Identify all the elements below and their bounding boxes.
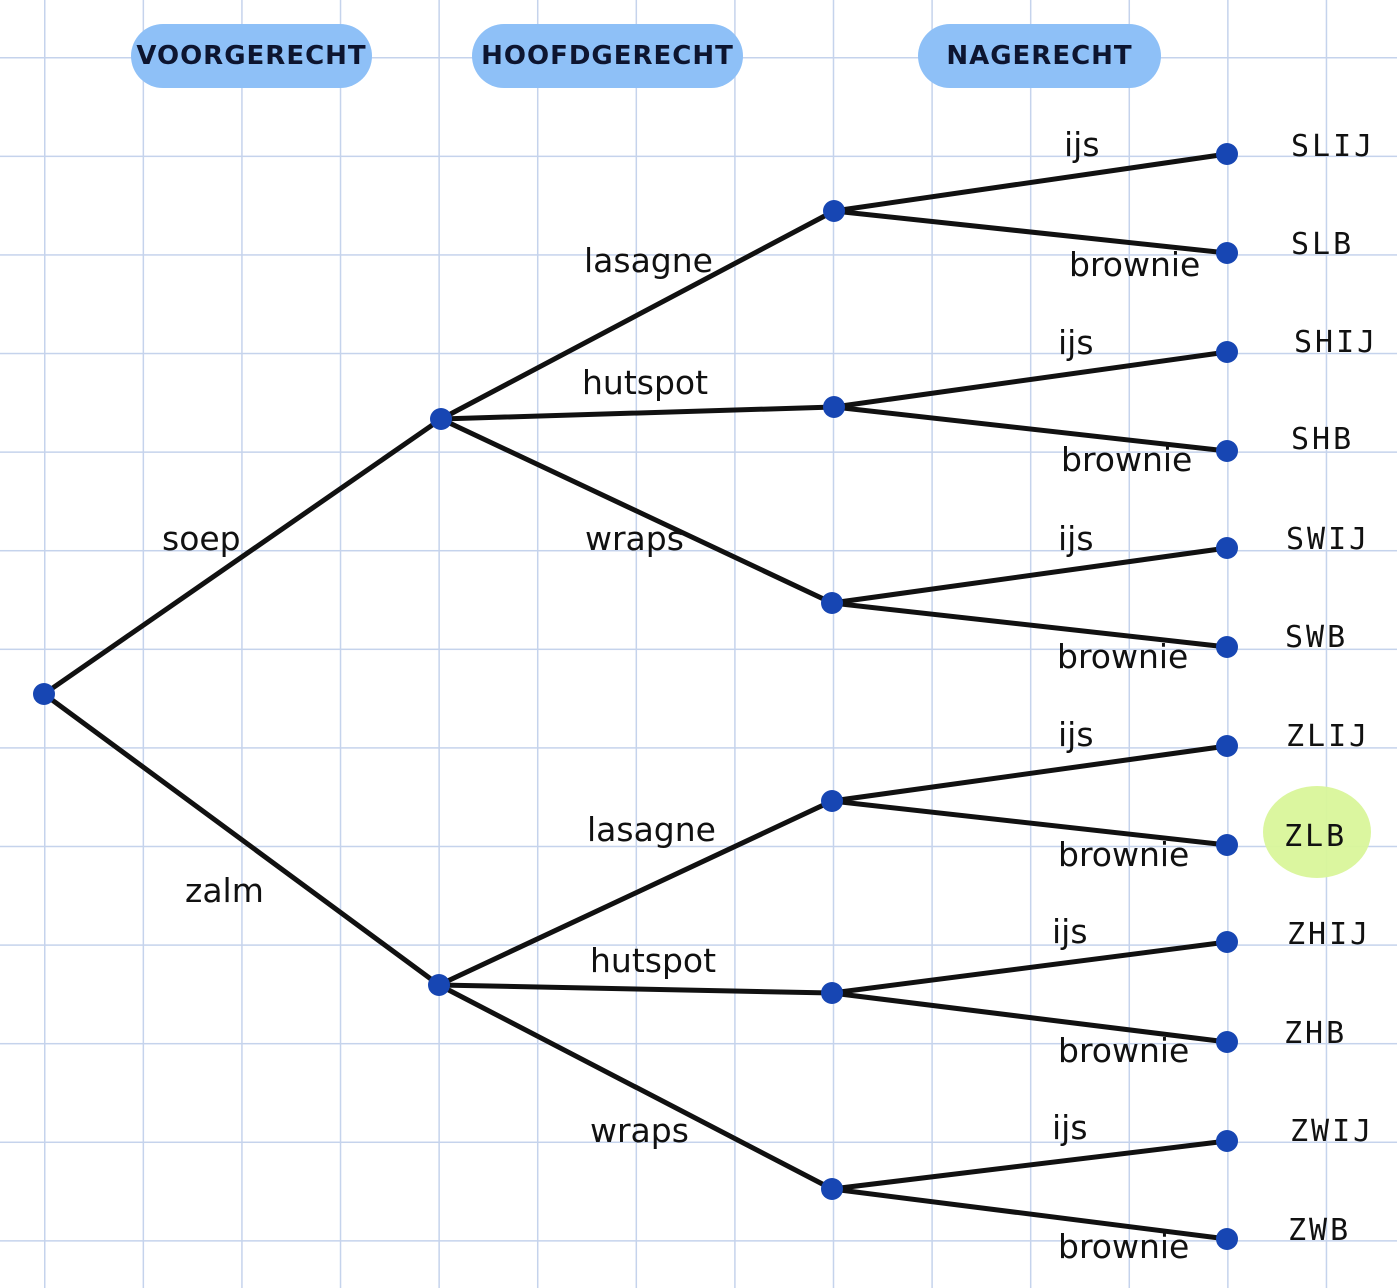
edge-sh-brownie (831, 404, 1230, 454)
edge-zalm-wraps (436, 982, 835, 1192)
edge-soep (41, 416, 444, 697)
leaf-swij (1216, 537, 1238, 559)
outcome-code: SHB (1291, 422, 1355, 457)
edge-zalm-lasagne (436, 798, 835, 988)
outcome-code: SLIJ (1291, 129, 1376, 164)
leaf-zlb (1216, 834, 1238, 856)
label-soep-lasagne: lasagne (584, 241, 713, 280)
node-soep-hutspot (823, 396, 845, 418)
leaf-zhb (1216, 1031, 1238, 1053)
label-zalm-hutspot: hutspot (590, 941, 717, 980)
edge-soep-lasagne (438, 208, 837, 422)
label-soep-wraps: wraps (585, 519, 684, 558)
leaf-zhij (1216, 931, 1238, 953)
node-soep-wraps (821, 592, 843, 614)
edge-zh-ijs (829, 939, 1230, 996)
leaf-shb (1216, 440, 1238, 462)
label-sh-ijs: ijs (1058, 323, 1094, 362)
outcome-code: SHIJ (1294, 325, 1379, 360)
outcome-code: SWIJ (1286, 522, 1371, 557)
edge-zalm-hutspot (436, 982, 835, 996)
edge-zh-brownie (829, 990, 1230, 1045)
label-sw-brownie: brownie (1057, 637, 1189, 676)
leaf-zwb (1216, 1228, 1238, 1250)
outcome-code: ZHB (1284, 1016, 1348, 1051)
label-zw-ijs: ijs (1052, 1108, 1088, 1147)
label-sl-ijs: ijs (1064, 125, 1100, 164)
edge-sl-ijs (831, 151, 1230, 214)
leaf-slij (1216, 143, 1238, 165)
label-zl-ijs: ijs (1058, 715, 1094, 754)
leaf-slb (1216, 242, 1238, 264)
node-soep (430, 408, 452, 430)
label-zh-ijs: ijs (1052, 912, 1088, 951)
tree-edges (41, 151, 1230, 1242)
edge-zl-ijs (829, 743, 1230, 804)
outcome-highlight (1263, 786, 1371, 878)
label-zl-brownie: brownie (1058, 835, 1190, 874)
label-zh-brownie: brownie (1058, 1031, 1190, 1070)
edge-zalm (41, 691, 442, 988)
outcome-code: ZHIJ (1287, 917, 1372, 952)
edge-soep-hutspot (438, 404, 837, 422)
label-sh-brownie: brownie (1061, 440, 1193, 479)
node-root (33, 683, 55, 705)
node-zalm-hutspot (821, 982, 843, 1004)
label-zalm-lasagne: lasagne (587, 810, 716, 849)
outcome-code: SLB (1291, 227, 1355, 262)
node-soep-lasagne (823, 200, 845, 222)
outcome-code: ZLIJ (1286, 719, 1371, 754)
label-soep-hutspot: hutspot (582, 363, 709, 402)
tree-nodes (33, 143, 1238, 1250)
header-nagerecht: NAGERECHT (918, 24, 1161, 88)
leaf-shij (1216, 341, 1238, 363)
edge-zl-brownie (829, 798, 1230, 848)
edge-sh-ijs (831, 349, 1230, 410)
edge-soep-wraps (438, 416, 835, 606)
label-zalm-wraps: wraps (590, 1111, 689, 1150)
label-sl-brownie: brownie (1069, 245, 1201, 284)
label-zw-brownie: brownie (1058, 1227, 1190, 1266)
header-voorgerecht: VOORGERECHT (131, 24, 372, 88)
outcome-code: ZWIJ (1290, 1114, 1375, 1149)
edge-sw-ijs (829, 545, 1230, 606)
label-sw-ijs: ijs (1058, 519, 1094, 558)
outcome-code: ZWB (1288, 1213, 1352, 1248)
outcome-code-highlighted: ZLB (1284, 819, 1348, 854)
node-zalm-lasagne (821, 790, 843, 812)
label-soep: soep (162, 519, 241, 558)
edge-sl-brownie (831, 208, 1230, 256)
edge-zw-brownie (829, 1186, 1230, 1242)
leaf-swb (1216, 636, 1238, 658)
node-zalm-wraps (821, 1178, 843, 1200)
label-zalm: zalm (185, 871, 264, 910)
header-hoofdgerecht: HOOFDGERECHT (472, 24, 743, 88)
outcome-code: SWB (1285, 620, 1349, 655)
leaf-zlij (1216, 735, 1238, 757)
leaf-zwij (1216, 1130, 1238, 1152)
edge-sw-brownie (829, 600, 1230, 650)
edge-zw-ijs (829, 1138, 1230, 1192)
node-zalm (428, 974, 450, 996)
